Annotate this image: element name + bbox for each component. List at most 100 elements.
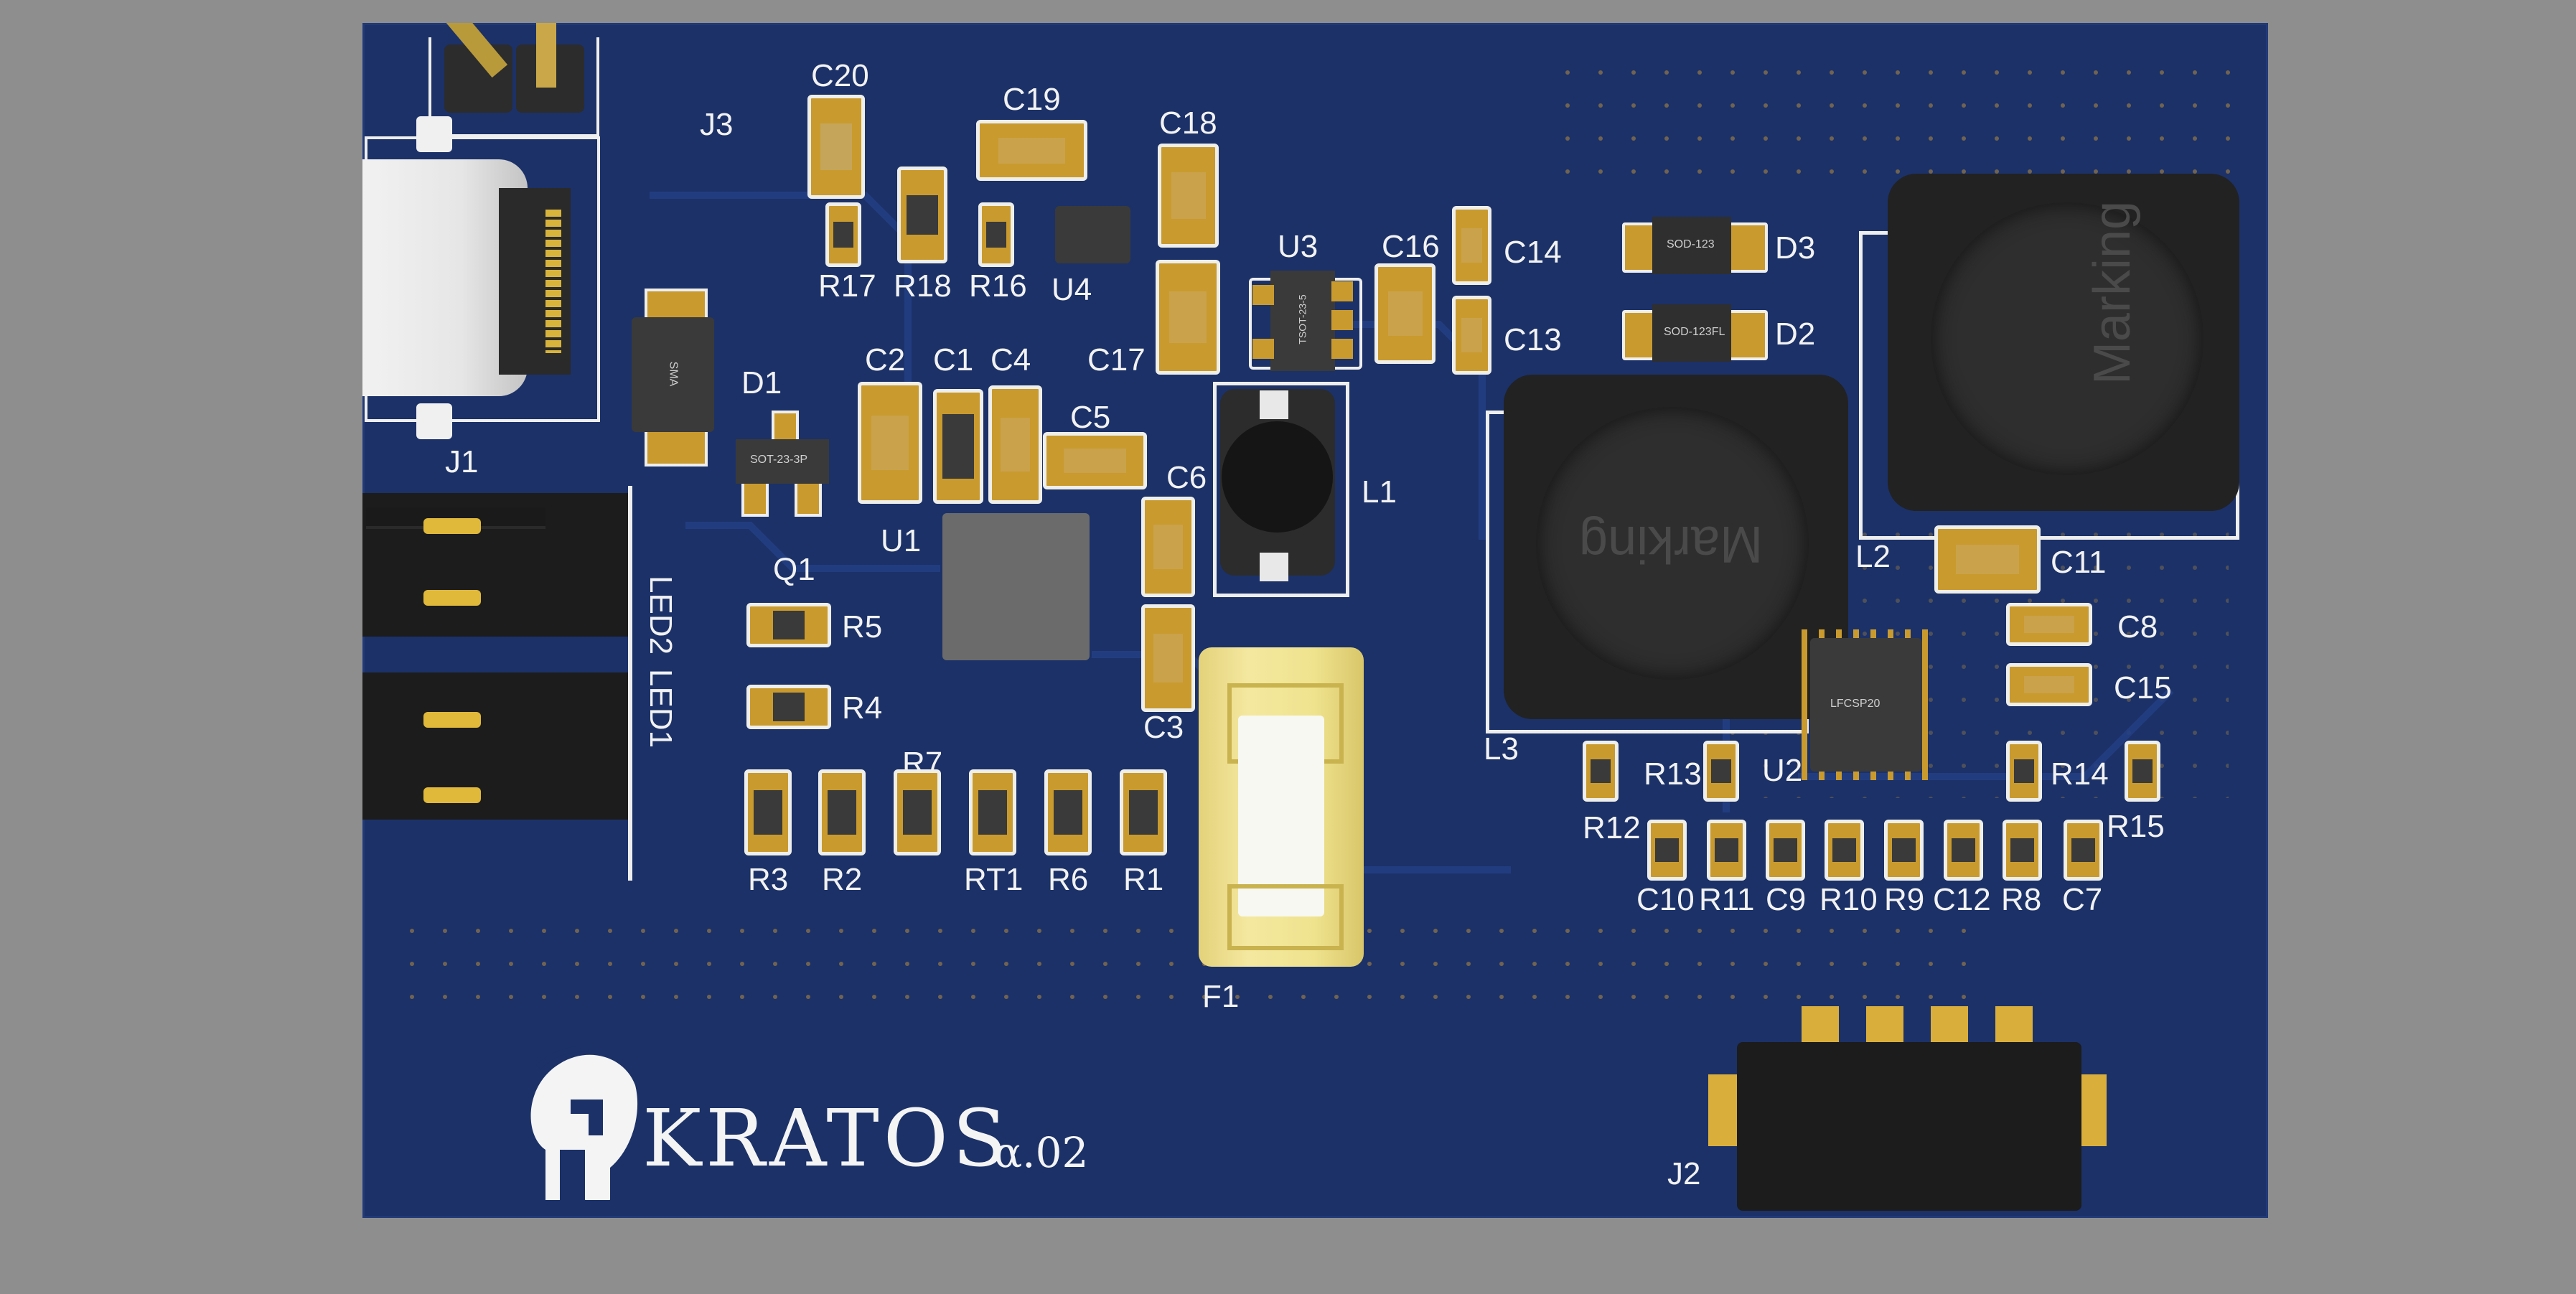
resistor-r1 xyxy=(1120,769,1167,855)
capacitor-c17 xyxy=(1156,260,1220,375)
resistor-r4 xyxy=(746,685,831,729)
l2-inductor: Marking xyxy=(1859,174,2247,554)
led2 xyxy=(362,468,650,662)
label-c6: C6 xyxy=(1166,460,1207,495)
label-c15: C15 xyxy=(2114,670,2172,705)
j2-connector xyxy=(1708,1006,2110,1218)
resistor-rt1 xyxy=(969,769,1016,855)
label-c11: C11 xyxy=(2051,545,2107,580)
resistor-r13 xyxy=(1703,741,1739,802)
resistor-r3 xyxy=(744,769,792,855)
u4-ic xyxy=(1055,206,1130,263)
label-r3: R3 xyxy=(748,862,789,897)
capacitor-c7 xyxy=(2064,820,2103,881)
resistor-r5 xyxy=(746,603,831,647)
label-u2: U2 xyxy=(1762,753,1803,788)
d3-diode: SOD-123 xyxy=(1622,217,1768,274)
label-c10: C10 xyxy=(1636,882,1695,917)
label-c1: C1 xyxy=(933,342,974,378)
capacitor-c12 xyxy=(1944,820,1983,881)
label-c5: C5 xyxy=(1070,400,1111,435)
led1 xyxy=(362,662,650,855)
u2-ic: LFCSP20 xyxy=(1802,629,1931,780)
l3-inductor: Marking xyxy=(1486,375,1866,741)
label-c14: C14 xyxy=(1504,235,1562,270)
u3-regulator: TSOT-23-5 xyxy=(1249,271,1362,371)
logo-text: KRATOS xyxy=(642,1092,1011,1184)
d3-package-mark: SOD-123 xyxy=(1667,238,1715,250)
label-l3: L3 xyxy=(1484,731,1519,766)
j1-usb-c-connector xyxy=(362,116,606,439)
version-text: α.02 xyxy=(994,1128,1089,1177)
label-c4: C4 xyxy=(990,342,1031,378)
f1-fuse xyxy=(1199,647,1364,967)
capacitor-c10 xyxy=(1647,820,1687,881)
label-r14: R14 xyxy=(2051,756,2109,792)
label-u1: U1 xyxy=(881,523,922,558)
capacitor-c13 xyxy=(1452,296,1491,375)
capacitor-c6 xyxy=(1141,497,1195,597)
label-c12: C12 xyxy=(1933,882,1991,917)
label-u4: U4 xyxy=(1052,272,1092,307)
label-c16: C16 xyxy=(1382,229,1440,264)
label-d3: D3 xyxy=(1775,230,1816,266)
label-l2: L2 xyxy=(1855,539,1891,574)
d1-diode: SMA xyxy=(632,289,714,467)
label-r8: R8 xyxy=(2001,882,2042,917)
resistor-r9 xyxy=(1884,820,1924,881)
label-r18: R18 xyxy=(894,268,952,304)
capacitor-c5 xyxy=(1043,432,1147,489)
capacitor-c14 xyxy=(1452,206,1491,285)
label-r16: R16 xyxy=(969,268,1027,304)
u1-ic xyxy=(942,513,1090,660)
capacitor-c3 xyxy=(1141,604,1195,712)
label-r13: R13 xyxy=(1644,756,1702,792)
d1-package-mark: SMA xyxy=(667,361,680,387)
label-led1: LED1 xyxy=(643,669,678,749)
j3-header xyxy=(421,23,601,138)
label-r9: R9 xyxy=(1884,882,1925,917)
label-c18: C18 xyxy=(1159,106,1217,141)
label-c17: C17 xyxy=(1087,342,1146,378)
label-c9: C9 xyxy=(1766,882,1807,917)
capacitor-c16 xyxy=(1374,263,1435,364)
resistor-r6 xyxy=(1044,769,1092,855)
l2-marking: Marking xyxy=(2084,200,2142,385)
resistor-r2 xyxy=(818,769,866,855)
label-r15: R15 xyxy=(2107,809,2165,844)
resistor-r18 xyxy=(897,167,947,263)
label-u3: U3 xyxy=(1278,229,1319,264)
capacitor-c1 xyxy=(933,389,983,504)
label-j3: J3 xyxy=(700,107,734,142)
capacitor-c2 xyxy=(858,382,922,504)
label-f1: F1 xyxy=(1202,979,1240,1014)
label-q1: Q1 xyxy=(773,552,815,587)
label-j2: J2 xyxy=(1667,1156,1701,1191)
label-rt1: RT1 xyxy=(964,862,1024,897)
label-r1: R1 xyxy=(1123,862,1164,897)
q1-transistor: SOT-23-3P xyxy=(736,411,829,518)
label-c13: C13 xyxy=(1504,322,1562,357)
label-c19: C19 xyxy=(1003,82,1061,117)
capacitor-c8 xyxy=(2006,603,2092,646)
label-c3: C3 xyxy=(1143,710,1184,745)
label-led2: LED2 xyxy=(643,576,678,655)
capacitor-c19 xyxy=(976,120,1087,181)
resistor-r11 xyxy=(1707,820,1746,881)
label-c8: C8 xyxy=(2117,609,2158,644)
capacitor-c4 xyxy=(988,385,1042,504)
pcb-board: J3 J1 SMA D1 SOT-23-3P Q1 C20 C19 C18 R1… xyxy=(362,23,2268,1218)
label-r10: R10 xyxy=(1819,882,1878,917)
capacitor-c9 xyxy=(1766,820,1805,881)
resistor-r8 xyxy=(2003,820,2042,881)
label-c20: C20 xyxy=(811,58,869,93)
label-j1: J1 xyxy=(445,444,479,479)
resistor-r16 xyxy=(978,202,1014,267)
label-r17: R17 xyxy=(818,268,876,304)
label-r6: R6 xyxy=(1048,862,1089,897)
led-outline xyxy=(628,486,632,881)
capacitor-c11 xyxy=(1934,525,2041,594)
resistor-r15 xyxy=(2125,741,2160,802)
d2-package-mark: SOD-123FL xyxy=(1664,326,1725,338)
